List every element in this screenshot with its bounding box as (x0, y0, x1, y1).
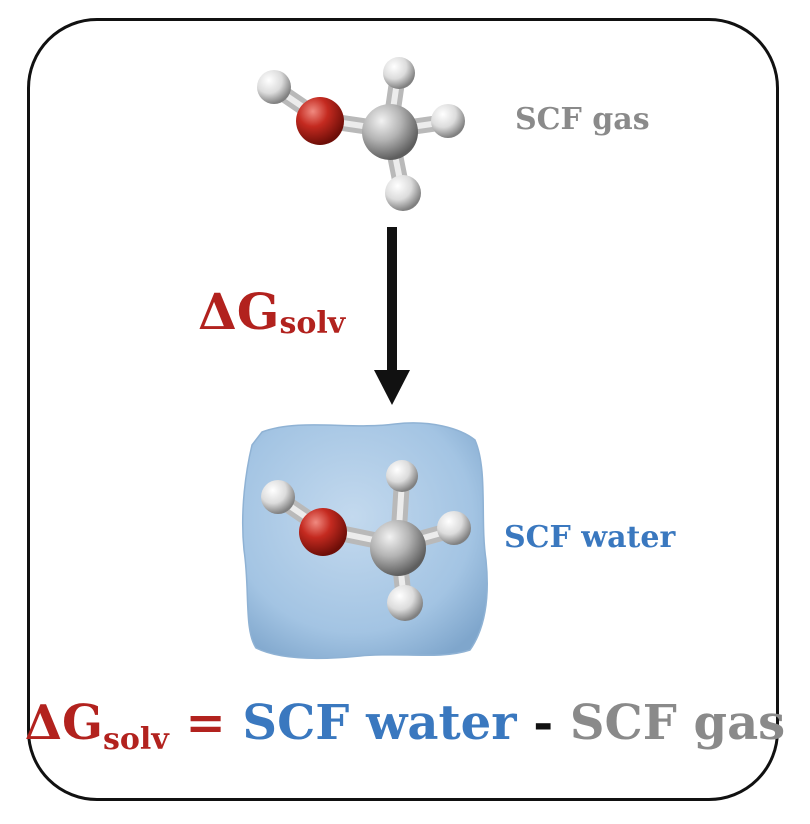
carbon-atom (370, 520, 426, 576)
solvation-arrow (374, 227, 410, 405)
carbon-atom (362, 104, 418, 160)
hydrogen-atom (386, 460, 418, 492)
equation-lhs-subscript: solv (103, 722, 169, 757)
solvation-equation: ΔGsolv = SCF water - SCF gas (0, 695, 810, 757)
equation-equals: = (185, 695, 226, 751)
oxygen-atom (296, 97, 344, 145)
hydrogen-atom (385, 175, 421, 211)
equation-term-gas: SCF gas (569, 695, 786, 751)
diagram-frame (27, 18, 779, 801)
hydrogen-atom (437, 511, 471, 545)
methanol-solvated-molecule (261, 460, 471, 621)
oxygen-atom (299, 508, 347, 556)
equation-term-water: SCF water (242, 695, 517, 751)
methanol-gas-molecule (257, 57, 465, 211)
equation-lhs: ΔGsolv (24, 695, 169, 757)
scf-gas-label: SCF gas (515, 102, 650, 137)
delta-g-symbol: ΔG (198, 282, 280, 341)
hydrogen-atom (383, 57, 415, 89)
scf-water-label: SCF water (504, 520, 676, 555)
hydrogen-atom (387, 585, 423, 621)
delta-g-solv-label: ΔGsolv (198, 282, 345, 341)
hydrogen-atom (261, 480, 295, 514)
hydrogen-atom (431, 104, 465, 138)
equation-minus: - (533, 695, 554, 751)
equation-lhs-symbol: ΔG (24, 695, 104, 751)
delta-g-subscript: solv (279, 306, 346, 341)
hydrogen-atom (257, 70, 291, 104)
